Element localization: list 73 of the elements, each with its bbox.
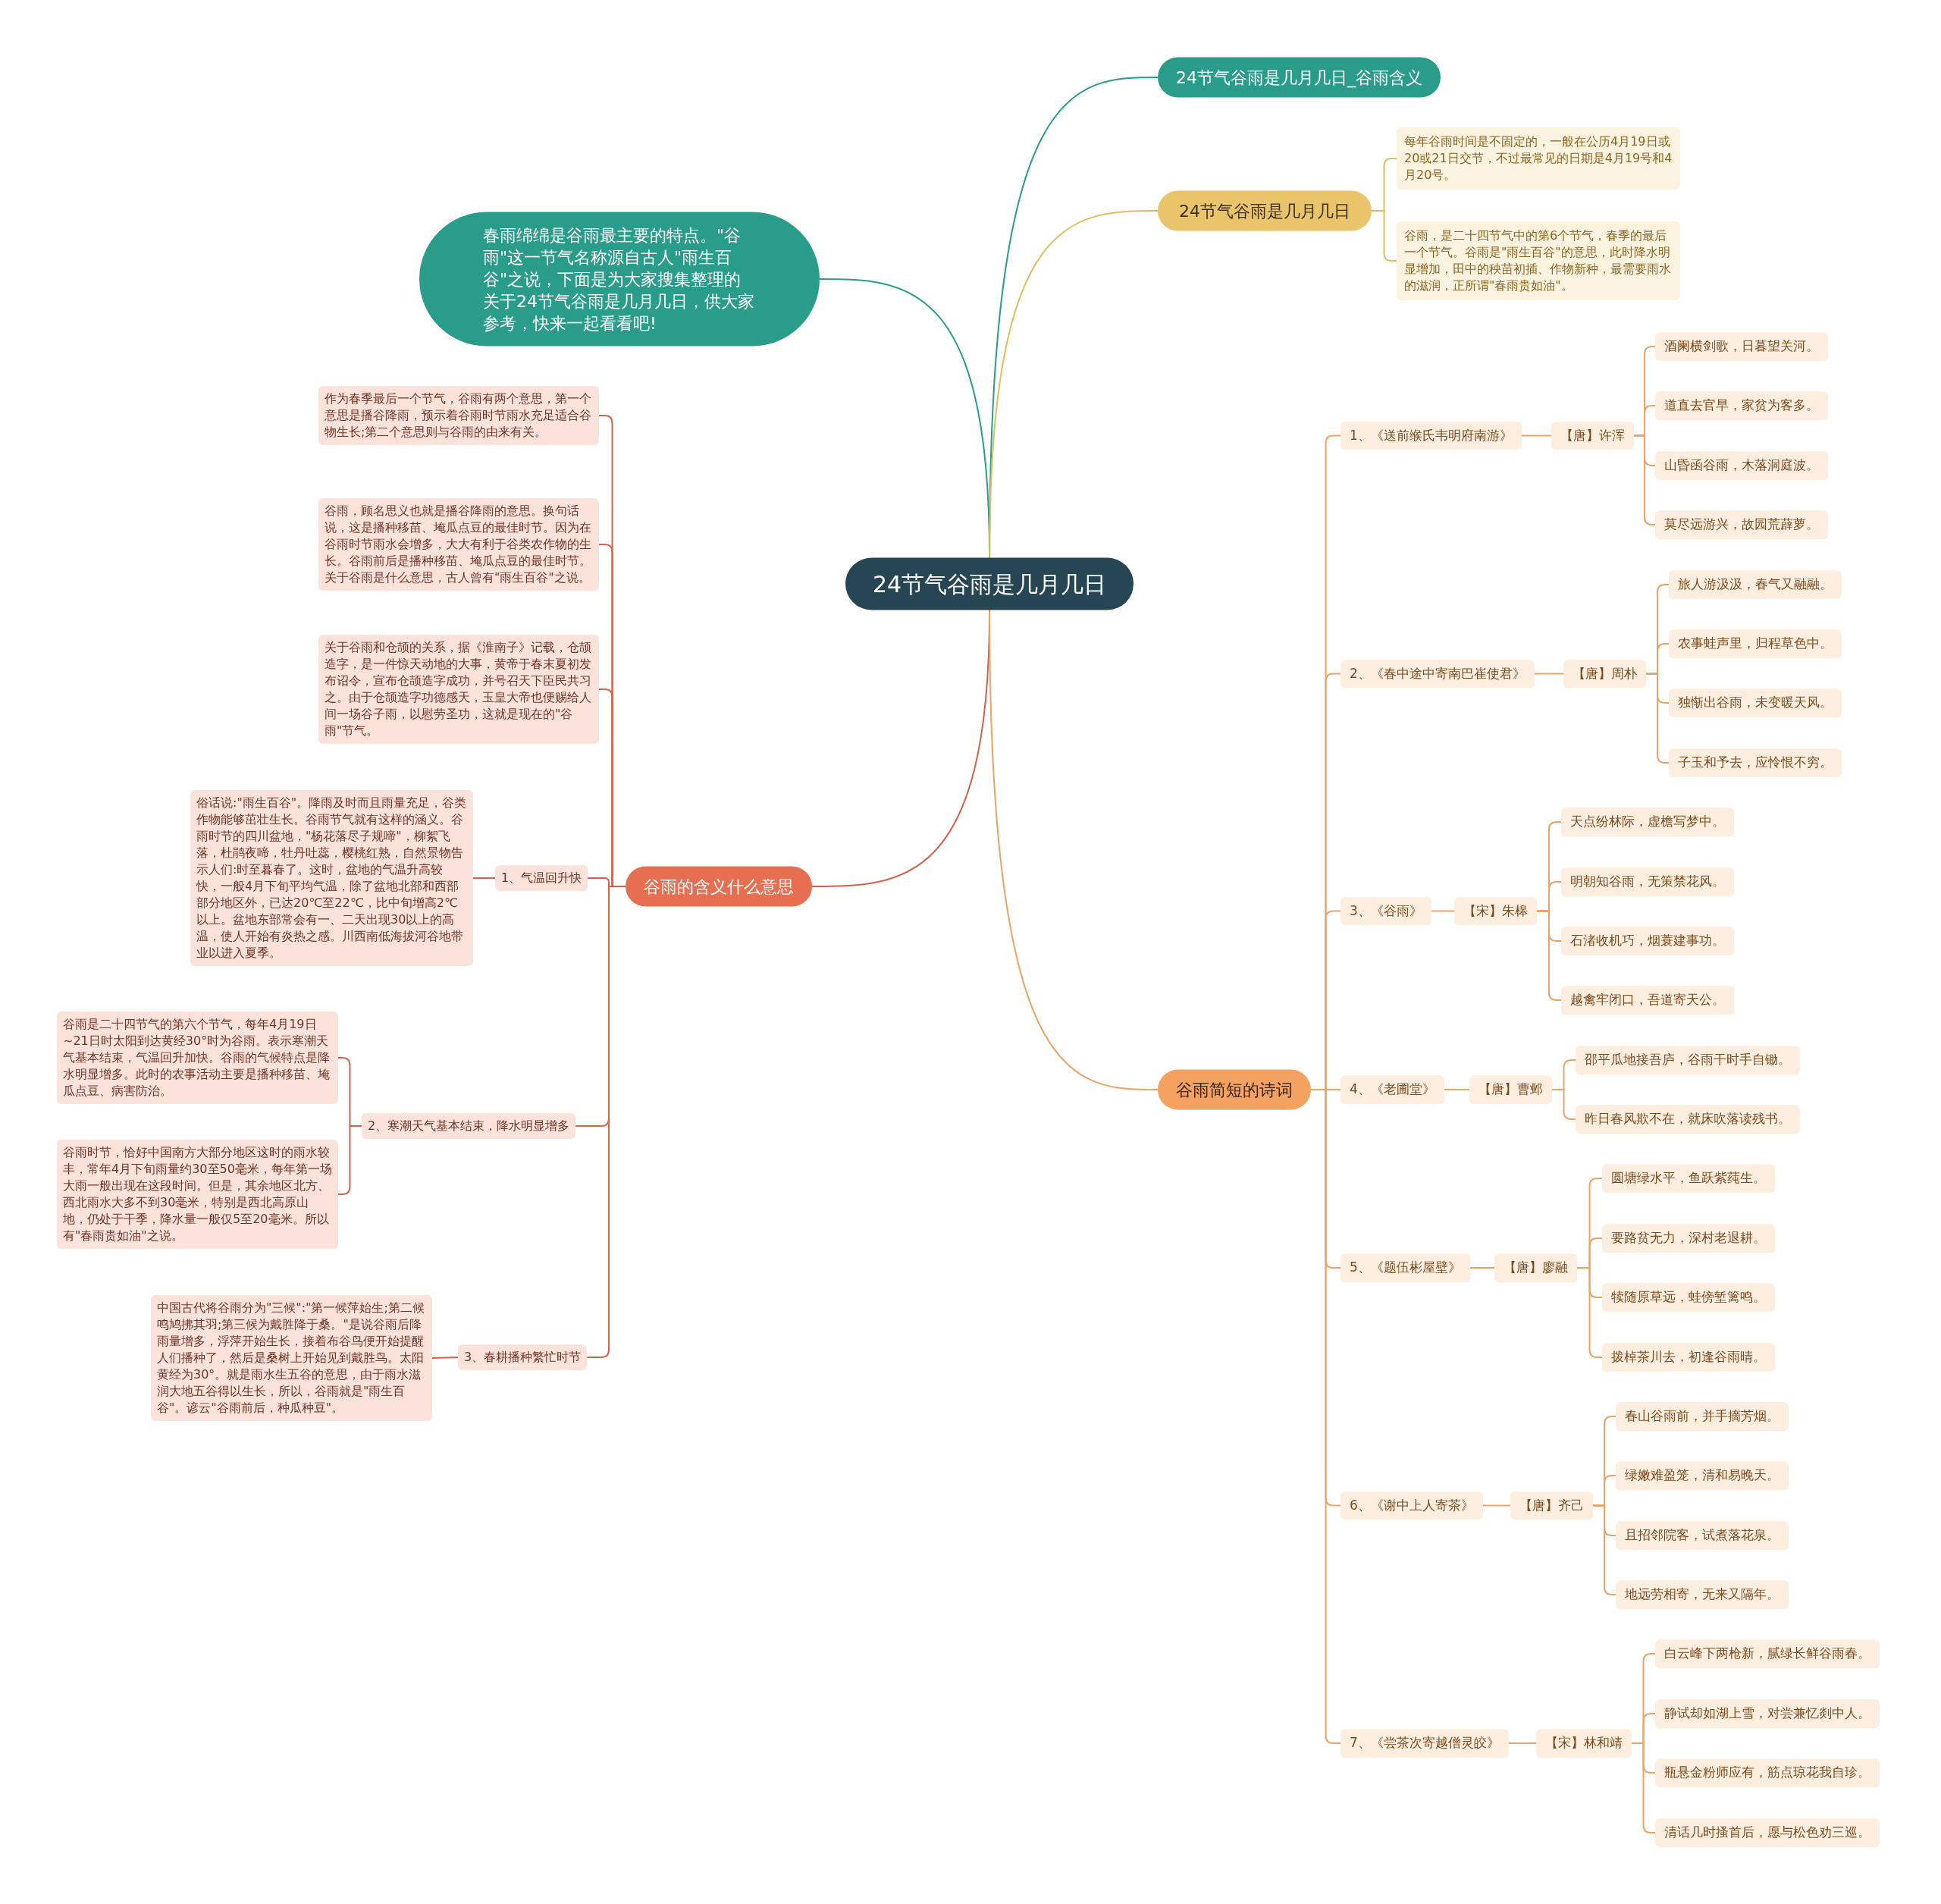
connector-line <box>1482 1504 1511 1507</box>
connector-line <box>1520 434 1552 437</box>
poem-card: 3、《谷雨》 <box>1341 896 1431 926</box>
poem-card: 清话几时搔首后，愿与松色劝三巡。 <box>1655 1818 1880 1847</box>
connector-line <box>1576 1267 1603 1358</box>
intro-bubble: 春雨绵绵是谷雨最主要的特点。"谷雨"这一节气名称源自古人"雨生百谷"之说，下面是为大家搜集整理的关于24节气谷雨是几月几日，供大家参考，快来一起看看吧! <box>419 212 820 347</box>
branch-topic: 24节气谷雨是几月几日_谷雨含义 <box>1158 57 1441 98</box>
poem-card: 6、《谢中上人寄茶》 <box>1341 1491 1483 1520</box>
connector-line <box>989 210 1159 559</box>
poem-card: 4、《老圃堂》 <box>1341 1075 1444 1104</box>
poem-card: 莫尽远游兴，故园荒薜萝。 <box>1655 510 1828 539</box>
poem-card: 昨日春风欺不在，就床吹落读残书。 <box>1576 1105 1800 1134</box>
poem-card: 天点纷林际，虚檐写梦中。 <box>1561 808 1734 836</box>
poem-card: 且招邻院客，试煮落花泉。 <box>1616 1521 1789 1550</box>
poem-card: 拨棹茶川去，初逢谷雨晴。 <box>1602 1343 1775 1372</box>
connector-line <box>1633 434 1656 525</box>
text-card: 1、气温回升快 <box>495 865 588 891</box>
text-card: 2、寒潮天气基本结束，降水明显增多 <box>362 1113 576 1139</box>
poem-card: 绿嫩难盈笼，清和易晚天。 <box>1616 1461 1789 1490</box>
text-card: 俗话说:"雨生百谷"。降雨及时而且雨量充足，谷类作物能够茁壮生长。谷雨节气就有这样的涵义。谷雨时节的四川盆地，"杨花落尽子规啼"，柳絮飞落，杜鹃夜啼，牡丹吐蕊，樱桃红熟，自然景物告示人们:时至暮春了。这时，盆地的气温升高较快，一般4月下旬平均气温，除了盆地北部和西部部分地区外，已达20℃至22℃，比中旬增高2℃以上。盆地东部常会有一、二天出现30以上的高温，使人开始有炎热之感。川西南低海拔河谷地带业以进入夏季。 <box>190 790 473 966</box>
branch-topic: 24节气谷雨是几月几日 <box>1158 190 1372 231</box>
poem-card: 明朝知谷雨，无策禁花风。 <box>1561 867 1734 896</box>
connector-line <box>1371 210 1397 262</box>
poem-card: 山昏函谷雨，木落洞庭波。 <box>1655 451 1828 480</box>
poem-card: 越禽牢闭口，吾道寄天公。 <box>1561 986 1734 1015</box>
poem-card: 犊随原草远，蛙傍堑篱鸣。 <box>1602 1283 1775 1312</box>
note-card: 谷雨，是二十四节气中的第6个节气，春季的最后一个节气。谷雨是"雨生百谷"的意思，此时降水明显增加，田中的秧苗初插、作物新种，最需要雨水的滋润，正所谓"春雨贵如油"。 <box>1397 221 1680 300</box>
poem-card: 独惭出谷雨，未变暖天风。 <box>1669 689 1842 717</box>
poem-card: 【唐】廖融 <box>1494 1253 1577 1282</box>
text-card: 关于谷雨和仓颉的关系，据《淮南子》记载，仓颉造字，是一件惊天动地的大事，黄帝于春末夏初发布诏令，宣布仓颉造字成功，并号召天下臣民共习之。由于仓颉造字功德感天，玉皇大帝也便赐给人间一场谷子雨，以慰劳圣功，这就是现在的"谷雨"节气。 <box>318 635 599 744</box>
poem-card: 瓶悬金粉师应有，筋点琼花我自珍。 <box>1655 1758 1880 1787</box>
connector-line <box>1507 1742 1537 1744</box>
poem-card: 【宋】林和靖 <box>1536 1729 1632 1758</box>
note-card: 每年谷雨时间是不固定的，一般在公历4月19日或20或21日交节，不过最常见的日期是4月19号和4月20号。 <box>1397 127 1680 190</box>
poem-card: 旅人游汲汲，春气又融融。 <box>1669 570 1842 599</box>
poem-card: 【唐】许浑 <box>1551 421 1634 450</box>
connector-line <box>1469 1267 1495 1269</box>
text-card: 3、春耕播种繁忙时节 <box>458 1344 588 1370</box>
poem-card: 石渚收机巧，烟蓑建事功。 <box>1561 927 1734 955</box>
poem-card: 地远劳相寄，无来又隔年。 <box>1616 1580 1789 1609</box>
poem-card: 圆塘绿水平，鱼跃紫莼生。 <box>1602 1164 1775 1193</box>
connector-line <box>1443 1089 1470 1090</box>
text-card: 中国古代将谷雨分为"三候":"第一候萍始生;第二候鸣鸠拂其羽;第三候为戴胜降于桑。"是说谷雨后降雨量增多，浮萍开始生长，接着布谷鸟便开始提醒人们播种了，然后是桑树上开始见到戴胜鸟。太阳黄经为30°。就是雨水生五谷的意思，由于雨水滋润大地五谷得以生长，所以，谷雨就是"雨生百谷"。谚云"谷雨前后，种瓜种豆"。 <box>151 1295 432 1421</box>
poem-card: 子玉和予去，应怜恨不穷。 <box>1669 748 1842 777</box>
poem-card: 7、《尝茶次寄越僧灵皎》 <box>1341 1729 1509 1758</box>
branch-topic: 谷雨简短的诗词 <box>1158 1069 1311 1110</box>
connector-line <box>989 609 1159 1090</box>
text-card: 谷雨时节，恰好中国南方大部分地区这时的雨水较丰，常年4月下旬雨量约30至50毫米，每年第一场大雨一般出现在这段时间。但是，其余地区北方、西北雨水大多不到30毫米，特别是西北高原山地，仍处于干季，降水量一般仅5至20毫米。所以有"春雨贵如油"之说。 <box>57 1140 338 1249</box>
connector-line <box>431 1357 459 1359</box>
branch-topic: 谷雨的含义什么意思 <box>626 866 812 907</box>
connector-line <box>1551 1089 1576 1120</box>
poem-card: 邵平瓜地接吾庐，谷雨干时手自锄。 <box>1576 1046 1800 1074</box>
poem-card: 2、《春中途中寄南巴崔使君》 <box>1341 659 1535 689</box>
poem-card: 白云峰下两枪新，腻绿长鲜谷雨春。 <box>1655 1639 1880 1668</box>
poem-card: 农事蛙声里，归程草色中。 <box>1669 629 1842 658</box>
poem-card: 【唐】周朴 <box>1563 659 1646 689</box>
connector-line <box>1533 673 1564 675</box>
poem-card: 道直去官早，家贫为客多。 <box>1655 391 1828 420</box>
poem-card: 【唐】齐己 <box>1510 1491 1593 1520</box>
connector-line <box>472 877 496 879</box>
text-card: 谷雨，顾名思义也就是播谷降雨的意思。换句话说，这是播种移苗、埯瓜点豆的最佳时节。因为在谷雨时节雨水会增多，大大有利于谷类农作物的生长。谷雨前后是播种移苗、埯瓜点豆的最佳时节。关于谷雨是什么意思，古人曾有"雨生百谷"之说。 <box>318 498 599 591</box>
connector-line <box>1430 910 1455 912</box>
central-topic: 24节气谷雨是几月几日 <box>845 557 1134 610</box>
poem-card: 1、《送前缑氏韦明府南游》 <box>1341 421 1522 450</box>
text-card: 作为春季最后一个节气，谷雨有两个意思，第一个意思是播谷降雨，预示着谷雨时节雨水充足适合谷物生长;第二个意思则与谷雨的由来有关。 <box>318 386 599 445</box>
poem-card: 要路贫无力，深村老退耕。 <box>1602 1224 1775 1253</box>
poem-card: 静试却如湖上雪，对尝兼忆剡中人。 <box>1655 1699 1880 1728</box>
text-card: 谷雨是二十四节气的第六个节气，每年4月19日~21日时太阳到达黄经30°时为谷雨。表示寒潮天气基本结束，气温回升加快。谷雨的气候特点是降水明显增多。此时的农事活动主要是播种移苗、埯瓜点豆、病害防治。 <box>57 1012 338 1104</box>
poem-card: 酒阑横剑歌，日暮望关河。 <box>1655 332 1828 361</box>
poem-card: 【宋】朱槔 <box>1454 896 1537 926</box>
poem-card: 春山谷雨前，并手摘芳烟。 <box>1616 1402 1789 1431</box>
poem-card: 【唐】曹邺 <box>1469 1075 1552 1104</box>
poem-card: 5、《题伍彬屋壁》 <box>1341 1253 1470 1282</box>
